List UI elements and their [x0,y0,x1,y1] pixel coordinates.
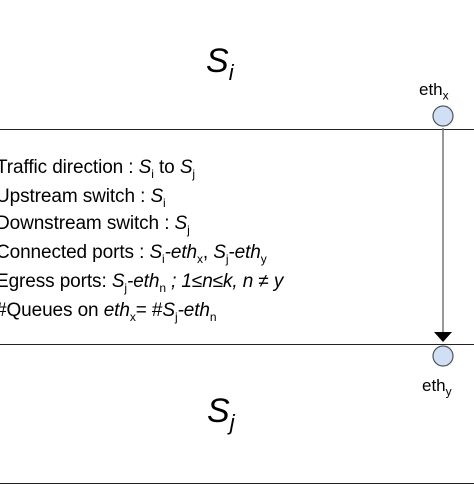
upstream-switch-line: Upstream switch : Si [0,186,166,210]
upstream-switch-box [0,0,474,130]
upstream-switch-label: Si [206,42,234,85]
downstream-switch-label: Sj [207,392,235,435]
traffic-direction-line: Traffic direction : Si to Sj [0,157,195,181]
port-y-label: ethy [422,376,452,399]
connected-ports-line: Connected ports : Si-ethx, Sj-ethy [0,242,267,266]
egress-ports-line: Egress ports: Sj-ethn ; 1≤n≤k, n ≠ y [0,271,284,295]
queues-line: #Queues on ethx= #Sj-ethn [0,300,217,324]
downstream-switch-box [0,344,474,484]
downstream-switch-line: Downstream switch : Sj [0,213,190,237]
link-info-panel [0,129,474,345]
port-x-label: ethx [419,80,449,103]
